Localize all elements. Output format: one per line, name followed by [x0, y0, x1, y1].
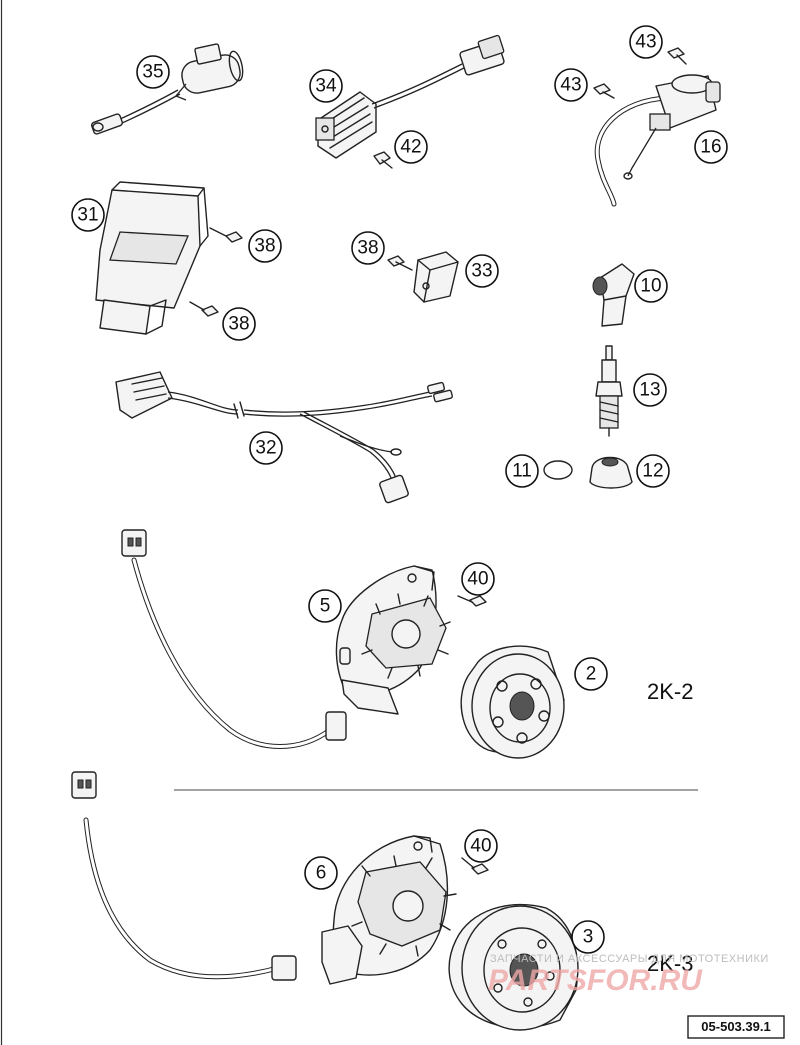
- callout-33: 33: [465, 254, 499, 288]
- callout-35: 35: [136, 55, 170, 89]
- svg-text:38: 38: [357, 238, 378, 259]
- callout-10: 10: [634, 269, 668, 303]
- callout-16: 16: [694, 130, 728, 164]
- doc-ref-box: [687, 1015, 785, 1039]
- svg-text:13: 13: [639, 380, 660, 401]
- callout-34: 34: [309, 69, 343, 103]
- callout-5: 5: [308, 589, 342, 623]
- callout-38-b: 38: [222, 307, 256, 341]
- part-10-spark-plug-cap: [592, 263, 635, 327]
- callout-38-a: 38: [248, 229, 282, 263]
- part-38-bolt-c: [387, 255, 413, 271]
- part-43-bolt-upper: [667, 47, 687, 65]
- callout-40-upper: 40: [461, 562, 495, 596]
- part-40-bolt-upper: [457, 595, 487, 607]
- svg-text:5: 5: [320, 596, 331, 617]
- part-3-rotor-2k3: [448, 903, 579, 1031]
- callout-40-lower: 40: [464, 829, 498, 863]
- callout-43-lower: 43: [554, 68, 588, 102]
- callout-12: 12: [636, 454, 670, 488]
- part-38-bolt-b: [189, 301, 219, 317]
- svg-text:38: 38: [254, 236, 275, 257]
- svg-text:40: 40: [470, 836, 491, 857]
- svg-text:35: 35: [142, 62, 163, 83]
- svg-text:33: 33: [471, 261, 492, 282]
- part-43-bolt-lower: [593, 83, 615, 99]
- callout-6: 6: [304, 856, 338, 890]
- watermark-logo: PARTSFOR.RU: [488, 964, 703, 997]
- part-32-wiring-harness: [115, 371, 453, 504]
- part-2-rotor-2k2: [460, 645, 565, 759]
- callout-43-upper: 43: [629, 25, 663, 59]
- part-35-condenser: [90, 43, 244, 135]
- part-11-o-ring: [543, 460, 573, 480]
- svg-text:12: 12: [642, 461, 663, 482]
- part-42-bolt: [373, 151, 393, 169]
- callout-13: 13: [633, 373, 667, 407]
- svg-text:40: 40: [467, 569, 488, 590]
- svg-text:10: 10: [640, 276, 661, 297]
- svg-text:6: 6: [316, 863, 327, 884]
- callout-32: 32: [249, 431, 283, 465]
- part-33-bracket: [413, 251, 459, 303]
- callout-38-c: 38: [351, 231, 385, 265]
- part-12-grommet: [589, 456, 633, 489]
- svg-text:42: 42: [400, 137, 421, 158]
- svg-text:2: 2: [586, 664, 597, 685]
- callout-11: 11: [505, 454, 539, 488]
- group-label-2k2: 2K-2: [647, 679, 693, 704]
- watermark-tagline: ЗАПЧАСТИ И АКСЕССУАРЫ ДЛЯ МОТОТЕХНИКИ: [490, 953, 769, 965]
- callout-3: 3: [571, 920, 605, 954]
- svg-text:43: 43: [635, 32, 656, 53]
- part-40-bolt-lower: [461, 857, 489, 875]
- part-5-stator-2k2: [121, 529, 451, 749]
- svg-text:11: 11: [512, 461, 532, 482]
- part-38-bolt-a: [209, 227, 243, 243]
- part-31-cdi-unit: [95, 181, 209, 335]
- svg-text:34: 34: [315, 76, 337, 97]
- svg-text:3: 3: [583, 927, 594, 948]
- part-13-spark-plug: [595, 345, 623, 437]
- callout-42: 42: [394, 130, 428, 164]
- group-label-2k3: 2K-3: [647, 951, 693, 976]
- doc-ref-number: 05-503.39.1: [701, 1019, 770, 1034]
- svg-text:16: 16: [700, 137, 721, 158]
- part-34-regulator: [315, 34, 505, 159]
- svg-text:38: 38: [228, 314, 249, 335]
- svg-text:32: 32: [255, 438, 276, 459]
- svg-text:31: 31: [77, 205, 98, 226]
- part-16-ignition-coil: [594, 74, 721, 207]
- callout-31: 31: [71, 198, 105, 232]
- callout-2: 2: [574, 657, 608, 691]
- part-6-stator-2k3: [71, 771, 457, 985]
- svg-text:43: 43: [560, 75, 581, 96]
